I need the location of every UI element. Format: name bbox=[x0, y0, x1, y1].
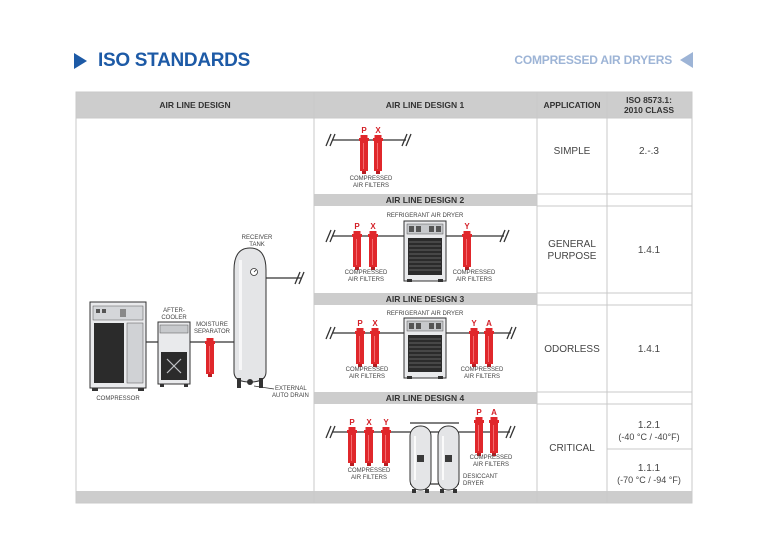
aftercooler bbox=[157, 321, 191, 387]
iso-class-design-2: 1.4.1 bbox=[638, 245, 661, 256]
application-simple: SIMPLE bbox=[554, 146, 591, 157]
section-header-design-4: AIR LINE DESIGN 4 bbox=[386, 393, 465, 403]
filter-y-icon bbox=[381, 427, 391, 466]
section-header: COMPRESSED AIR DRYERS bbox=[514, 52, 693, 68]
tank-label-1: RECEIVER bbox=[242, 235, 273, 241]
filters-label-1: COMPRESSED bbox=[346, 367, 389, 373]
filters-label-1-right: COMPRESSED bbox=[470, 455, 513, 461]
drain-label-1: EXTERNAL bbox=[275, 386, 307, 392]
filter-letter-y: Y bbox=[471, 319, 477, 328]
filter-letter-a: A bbox=[491, 408, 497, 417]
filter-y-icon bbox=[462, 231, 472, 270]
filters-label-2-right: AIR FILTERS bbox=[473, 462, 509, 468]
air-line-design-2-diagram: P X Y REFRIGERANT AIR DRYER COMPRESSED A… bbox=[325, 213, 510, 283]
receiver-tank bbox=[233, 247, 275, 390]
table-grid bbox=[75, 91, 693, 504]
filter-letter-a: A bbox=[486, 319, 492, 328]
filters-label-2: AIR FILTERS bbox=[351, 475, 387, 481]
play-right-icon bbox=[74, 53, 87, 69]
col-header-application: APPLICATION bbox=[544, 100, 601, 110]
page-header: ISO STANDARDS bbox=[74, 50, 250, 72]
iso-class-design-4b-temp: (-70 °C / -94 °F) bbox=[617, 475, 681, 485]
compressor-label: COMPRESSOR bbox=[96, 396, 140, 402]
filters-label-1: COMPRESSED bbox=[345, 270, 388, 276]
filters-label-2-right: AIR FILTERS bbox=[464, 374, 500, 380]
compressor bbox=[89, 301, 147, 391]
air-line-design-4-diagram: P X Y P A COMPRESSED AIR FILTERS COMPRES… bbox=[325, 408, 516, 493]
section-header-design-2: AIR LINE DESIGN 2 bbox=[386, 195, 465, 205]
refrigerant-dryer-label: REFRIGERANT AIR DRYER bbox=[387, 213, 464, 219]
base-air-line-diagram: COMPRESSOR AFTER- COOLER MOISTURE SEPARA… bbox=[89, 235, 309, 402]
iso-class-design-1: 2.-.3 bbox=[639, 146, 659, 157]
iso-class-design-3: 1.4.1 bbox=[638, 344, 661, 355]
section-title: COMPRESSED AIR DRYERS bbox=[514, 53, 672, 67]
air-line-design-3-diagram: P X Y A REFRIGERANT AIR DRYER COMPRESSED… bbox=[325, 311, 517, 380]
col-header-air-line-design: AIR LINE DESIGN bbox=[159, 100, 230, 110]
filter-letter-y: Y bbox=[464, 222, 470, 231]
filter-x-icon bbox=[368, 231, 378, 270]
application-critical: CRITICAL bbox=[549, 443, 595, 454]
filter-p-icon bbox=[347, 427, 357, 466]
iso-class-design-4b: 1.1.1 bbox=[638, 463, 661, 474]
filter-letter-p: P bbox=[476, 408, 482, 417]
play-left-icon bbox=[680, 52, 693, 68]
filter-a-icon bbox=[484, 328, 494, 367]
filter-p-icon bbox=[355, 328, 365, 367]
iso-class-design-4a: 1.2.1 bbox=[638, 420, 661, 431]
filter-letter-p: P bbox=[357, 319, 363, 328]
refrigerant-dryer-icon bbox=[403, 220, 447, 283]
filter-x-icon bbox=[373, 135, 383, 174]
iso-class-design-4a-temp: (-40 °C / -40°F) bbox=[618, 432, 679, 442]
filter-p-icon bbox=[352, 231, 362, 270]
filter-letter-x: X bbox=[372, 319, 378, 328]
col-header-iso-class-line2: 2010 CLASS bbox=[624, 105, 674, 115]
filters-label-2: AIR FILTERS bbox=[348, 277, 384, 283]
filters-label-2: AIR FILTERS bbox=[349, 374, 385, 380]
page-title: ISO STANDARDS bbox=[98, 50, 250, 71]
filter-a-icon bbox=[489, 417, 499, 456]
filter-letter-p: P bbox=[361, 126, 367, 135]
filter-p-icon bbox=[359, 135, 369, 174]
filters-label-2-right: AIR FILTERS bbox=[456, 277, 492, 283]
filter-letter-x: X bbox=[370, 222, 376, 231]
refrigerant-dryer-icon bbox=[403, 317, 447, 380]
filter-letter-p: P bbox=[349, 418, 355, 427]
separator-label-2: SEPARATOR bbox=[194, 329, 231, 335]
aftercooler-label-2: COOLER bbox=[161, 315, 187, 321]
filter-x-icon bbox=[364, 427, 374, 466]
filters-label-2: AIR FILTERS bbox=[353, 183, 389, 189]
filter-y-icon bbox=[469, 328, 479, 367]
air-line-design-1-diagram: P X COMPRESSED AIR FILTERS bbox=[325, 126, 412, 189]
application-purpose: PURPOSE bbox=[548, 251, 597, 262]
drain-label-2: AUTO DRAIN bbox=[272, 393, 309, 399]
col-header-air-line-design-1: AIR LINE DESIGN 1 bbox=[386, 100, 465, 110]
aftercooler-label-1: AFTER- bbox=[163, 308, 185, 314]
filter-letter-y: Y bbox=[383, 418, 389, 427]
application-odorless: ODORLESS bbox=[544, 344, 600, 355]
section-header-design-3: AIR LINE DESIGN 3 bbox=[386, 294, 465, 304]
separator-label-1: MOISTURE bbox=[196, 322, 228, 328]
refrigerant-dryer-label: REFRIGERANT AIR DRYER bbox=[387, 311, 464, 317]
desiccant-dryer-icon bbox=[409, 422, 460, 493]
filters-label-1: COMPRESSED bbox=[350, 176, 393, 182]
moisture-separator bbox=[205, 338, 215, 377]
col-header-iso-class-line1: ISO 8573.1: bbox=[626, 95, 672, 105]
desiccant-dryer-label-1: DESICCANT bbox=[463, 474, 498, 480]
filters-label-1: COMPRESSED bbox=[348, 468, 391, 474]
filter-x-icon bbox=[370, 328, 380, 367]
filters-label-1-right: COMPRESSED bbox=[461, 367, 504, 373]
filter-p-icon bbox=[474, 417, 484, 456]
filter-letter-p: P bbox=[354, 222, 360, 231]
desiccant-dryer-label-2: DRYER bbox=[463, 481, 485, 487]
tank-label-2: TANK bbox=[249, 242, 265, 248]
filter-letter-x: X bbox=[366, 418, 372, 427]
filters-label-1-right: COMPRESSED bbox=[453, 270, 496, 276]
application-general: GENERAL bbox=[548, 239, 596, 250]
filter-letter-x: X bbox=[375, 126, 381, 135]
